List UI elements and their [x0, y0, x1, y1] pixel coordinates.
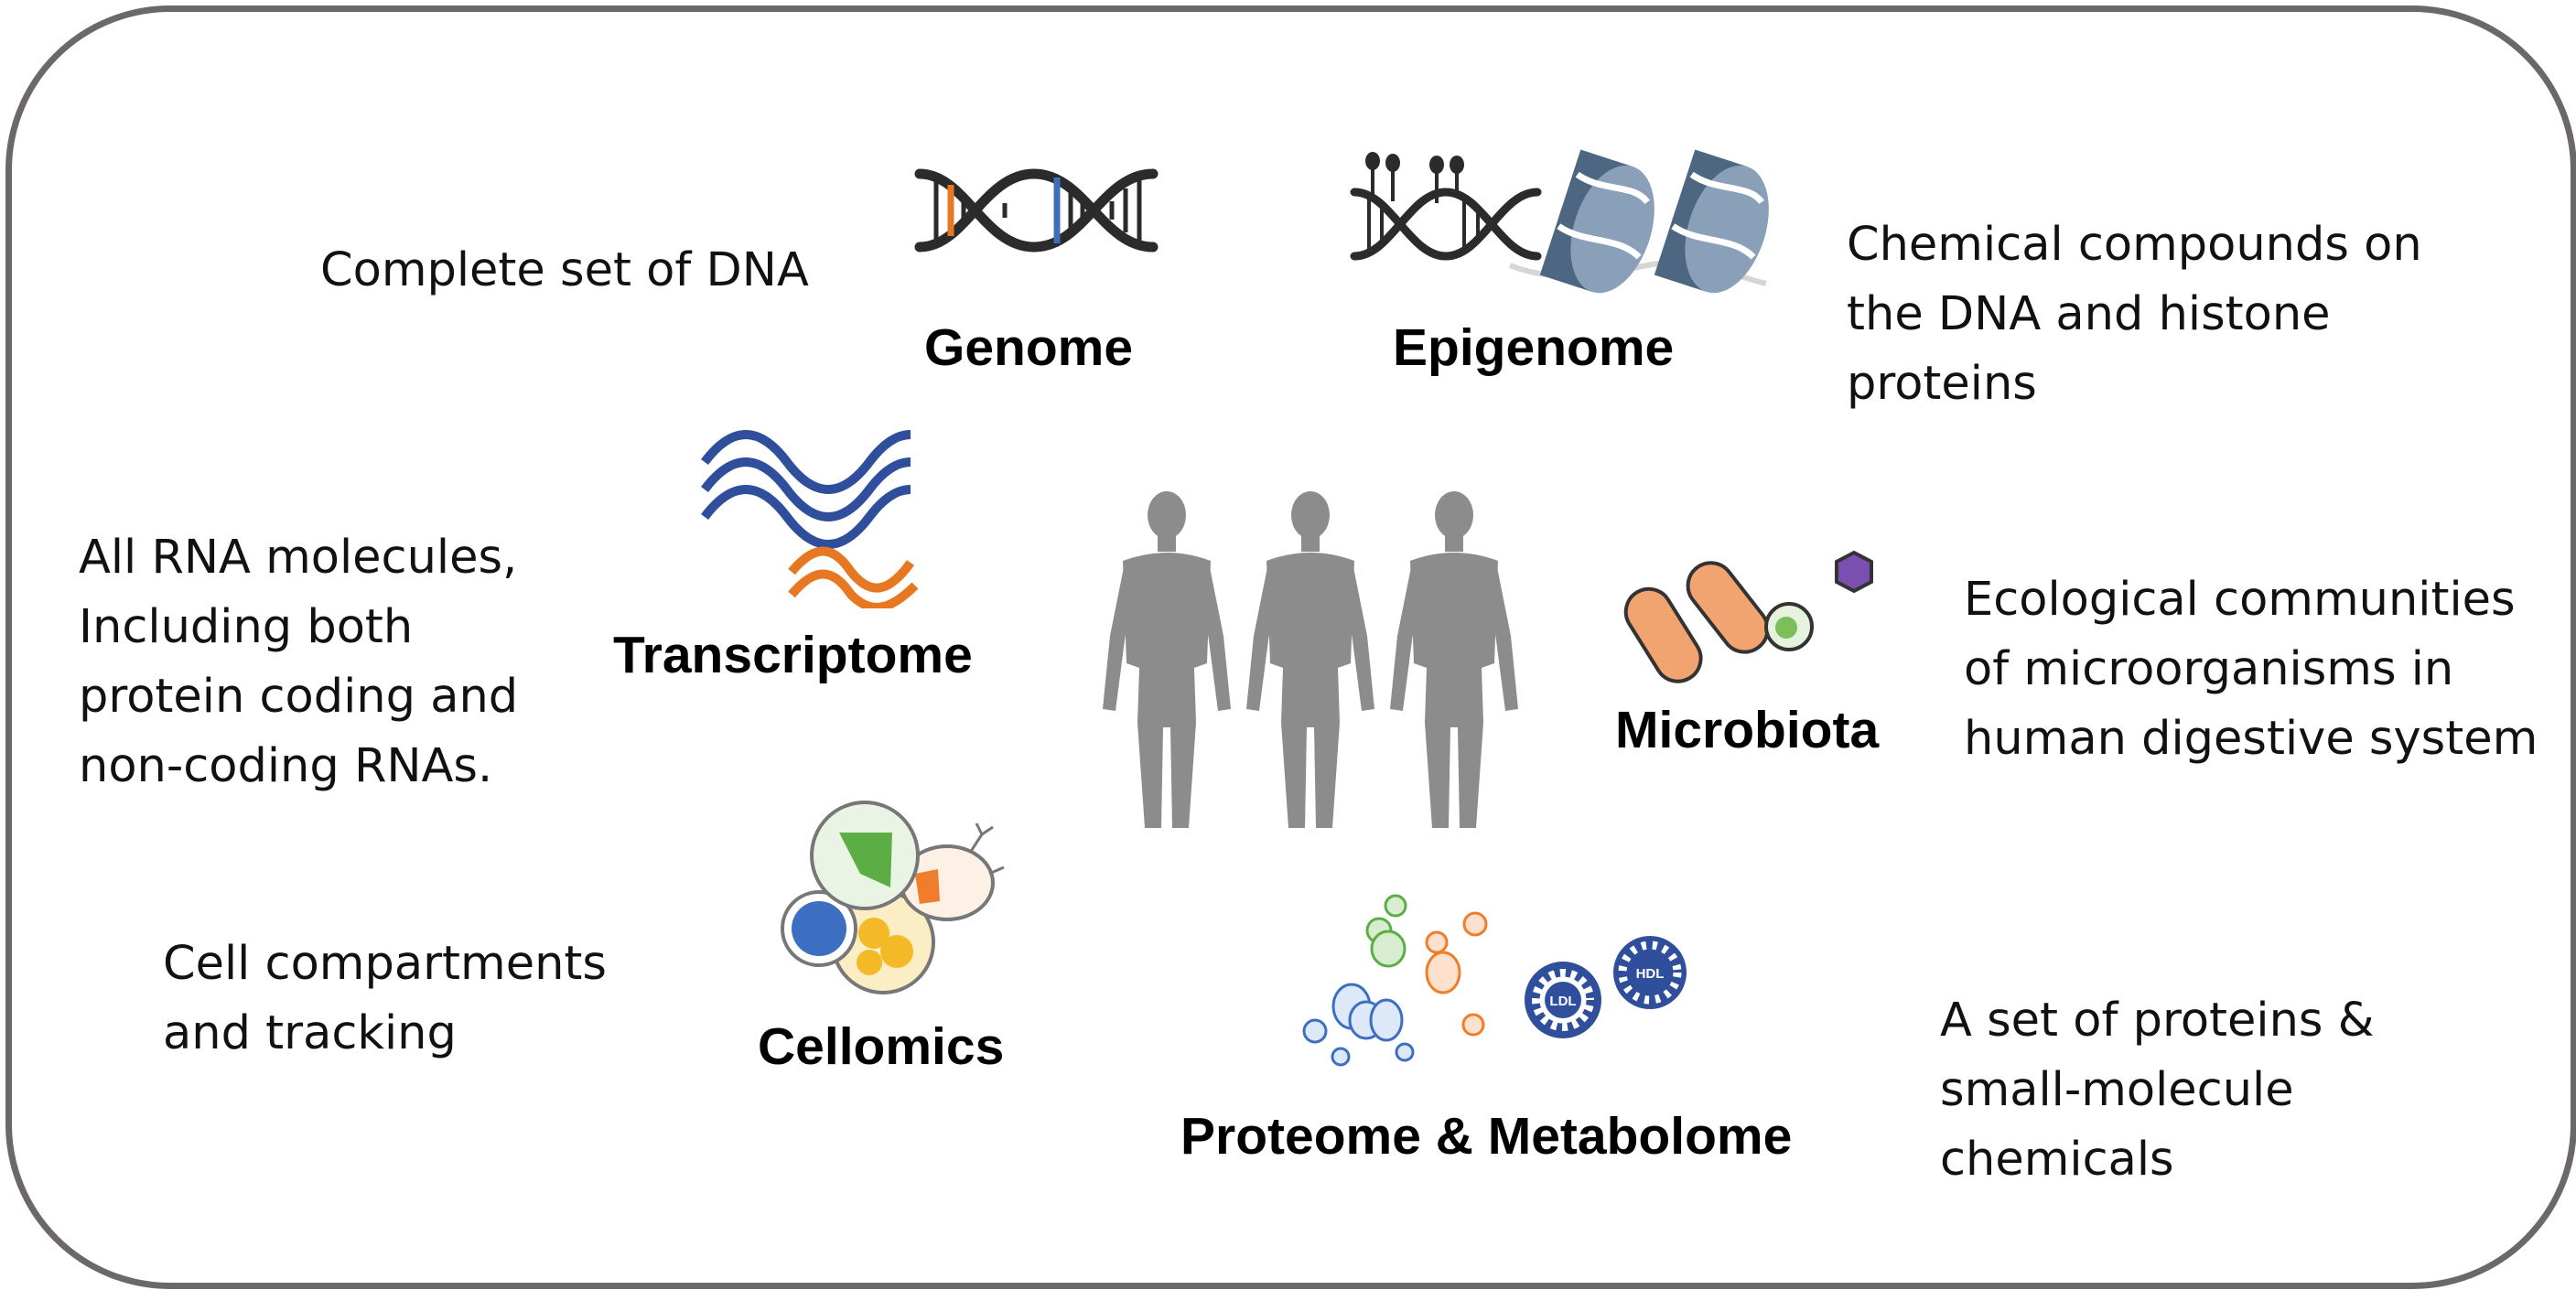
microbiota-description: Ecological communities of microorganisms… — [1964, 565, 2538, 774]
genome-description: Complete set of DNA — [320, 236, 809, 306]
epigenome-description-line: proteins — [1847, 357, 2037, 411]
proteome-metabolome-label: Proteome & Metabolome — [1180, 1107, 1793, 1166]
epigenome-description: Chemical compounds on the DNA and histon… — [1847, 210, 2422, 419]
transcriptome-label: Transcriptome — [613, 626, 973, 684]
cellomics-description-line: and tracking — [163, 1006, 457, 1060]
genome-description-line: Complete set of DNA — [320, 243, 809, 297]
transcriptome-description-line: All RNA molecules, — [79, 531, 518, 585]
microbes-icon — [1623, 550, 1873, 683]
proteome-metabolome-description: A set of proteins & small-molecule chemi… — [1940, 986, 2374, 1195]
transcriptome-description-line: Including both — [79, 600, 414, 654]
transcriptome-description: All RNA molecules, Including both protei… — [79, 523, 518, 801]
cellomics-label: Cellomics — [758, 1017, 1005, 1076]
hdl-particle: HDL — [1613, 936, 1687, 1009]
cells-icon — [781, 801, 1005, 994]
epigenome-label: Epigenome — [1393, 318, 1675, 377]
proteome-metabolome-description-line: chemicals — [1940, 1133, 2174, 1187]
cellomics-description-line: Cell compartments — [163, 937, 607, 991]
proteome-metabolome-description-line: A set of proteins & — [1940, 994, 2375, 1048]
genome-label: Genome — [924, 318, 1134, 377]
microbiota-description-line: of microorganisms in — [1964, 642, 2454, 696]
cellomics-description: Cell compartments and tracking — [163, 930, 607, 1069]
epigenome-description-line: Chemical compounds on — [1847, 218, 2422, 272]
transcriptome-description-line: non-coding RNAs. — [79, 739, 493, 793]
ldl-particle: LDL — [1525, 962, 1601, 1038]
molecules-icon: LDL HDL — [1302, 894, 1687, 1067]
microbiota-description-line: Ecological communities — [1964, 573, 2516, 627]
ldl-label: LDL — [1549, 994, 1576, 1009]
human-silhouettes-icon — [1103, 491, 1518, 828]
proteome-metabolome-description-line: small-molecule — [1940, 1063, 2294, 1117]
microbiota-description-line: human digestive system — [1964, 712, 2538, 766]
rna-strands-icon — [701, 430, 919, 608]
microbiota-label: Microbiota — [1615, 701, 1880, 759]
epigenome-description-line: the DNA and histone — [1847, 287, 2331, 341]
histone-dna-icon — [1350, 149, 1769, 294]
transcriptome-description-line: protein coding and — [79, 670, 519, 724]
dna-helix-icon — [914, 168, 1159, 253]
hdl-label: HDL — [1636, 966, 1665, 982]
